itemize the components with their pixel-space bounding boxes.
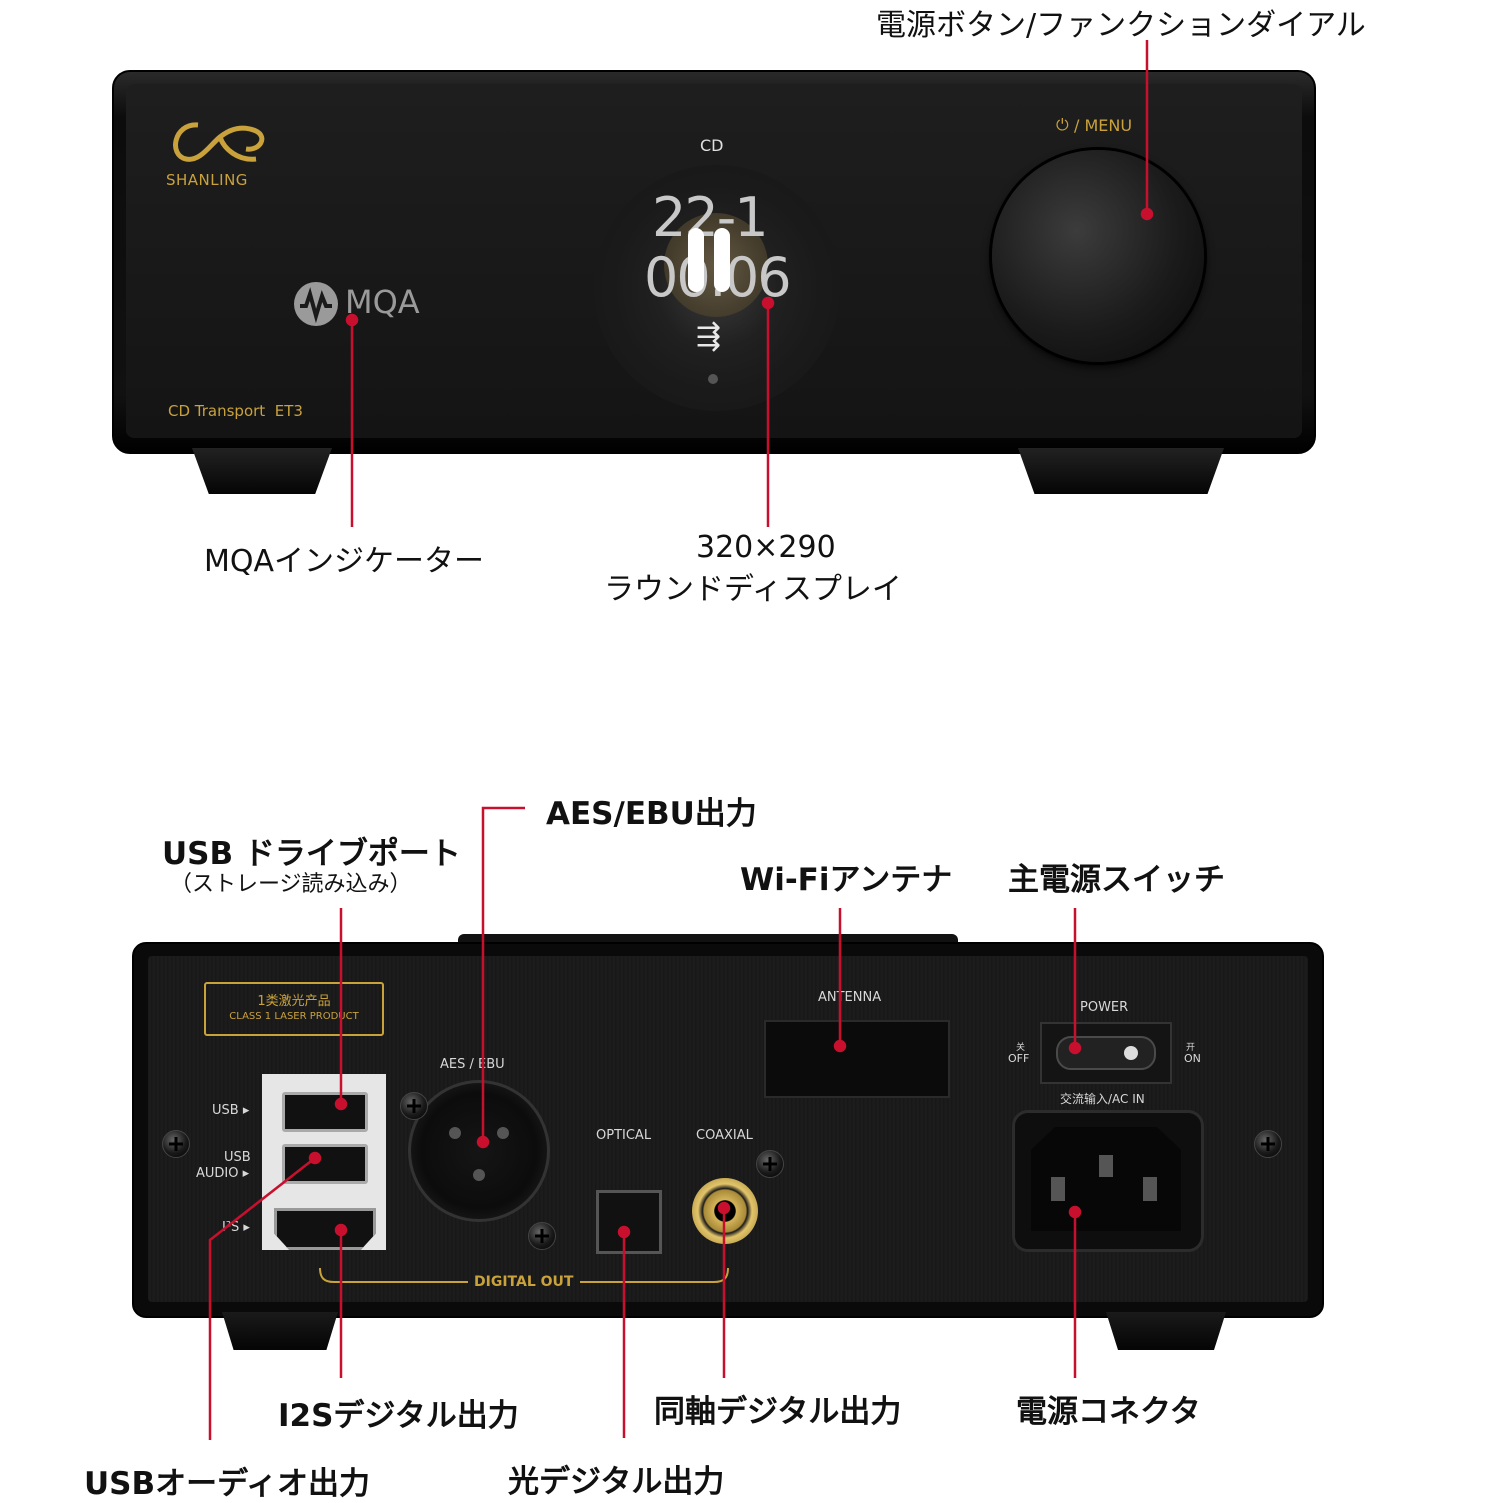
mqa-logo-icon	[294, 282, 338, 326]
callout-usb-drive-sub: （ストレージ読み込み）	[170, 872, 412, 897]
callout-mqa-indicator: MQAインジケーター	[204, 544, 485, 579]
mqa-text: MQA	[345, 283, 420, 321]
callout-wifi: Wi-Fiアンテナ	[740, 862, 953, 898]
callout-power-dial: 電源ボタン/ファンクションダイアル	[876, 8, 1366, 43]
model-name: CD Transport ET3	[168, 402, 303, 420]
callout-power-connector: 電源コネクタ	[1016, 1394, 1201, 1430]
screw-icon	[1254, 1130, 1282, 1158]
display-track: 22-1	[652, 186, 769, 249]
callout-display-type: ラウンドディスプレイ	[604, 572, 902, 607]
shanling-logo-icon	[173, 122, 265, 162]
on-label-cn: 开	[1186, 1043, 1196, 1053]
usb-audio-label-2: AUDIO ▸	[196, 1166, 250, 1181]
front-foot-left	[192, 448, 332, 494]
usb-label: USB ▸	[212, 1103, 250, 1118]
ir-sensor	[708, 374, 718, 384]
optical-label: OPTICAL	[596, 1128, 652, 1143]
screw-icon	[756, 1150, 784, 1178]
i2s-port[interactable]	[274, 1208, 376, 1250]
aes-ebu-label: AES / EBU	[440, 1057, 505, 1072]
front-foot-right	[1018, 448, 1224, 494]
callout-aes-ebu: AES/EBU出力	[546, 796, 757, 832]
rear-foot-left	[222, 1312, 338, 1350]
on-label: ON	[1184, 1052, 1201, 1065]
knob-label: / MENU	[1074, 116, 1133, 135]
power-icon: ⏻	[1056, 115, 1069, 134]
coaxial-label: COAXIAL	[696, 1128, 753, 1143]
off-label: OFF	[1008, 1052, 1030, 1065]
pause-icon	[684, 228, 740, 292]
usb-audio-label-1: USB	[224, 1150, 251, 1165]
screw-icon	[162, 1130, 190, 1158]
callout-optical: 光デジタル出力	[508, 1464, 725, 1500]
brand-name: SHANLING	[166, 171, 248, 189]
playlist-icon[interactable]: ⇶	[696, 319, 722, 354]
display-source: CD	[700, 136, 724, 155]
digital-out-label: DIGITAL OUT	[474, 1274, 574, 1290]
off-label-cn: 关	[1016, 1043, 1026, 1053]
usb-drive-port[interactable]	[282, 1092, 368, 1132]
laser-label-en: CLASS 1 LASER PRODUCT	[229, 1011, 359, 1022]
antenna-label: ANTENNA	[818, 990, 882, 1005]
usb-audio-port[interactable]	[282, 1144, 368, 1184]
callout-usb-drive: USB ドライブポート	[162, 836, 461, 872]
callout-main-power: 主電源スイッチ	[1008, 862, 1225, 898]
wifi-antenna-window	[764, 1020, 950, 1098]
callout-display-size: 320×290	[696, 530, 836, 565]
rear-foot-right	[1106, 1312, 1226, 1350]
aes-ebu-connector[interactable]	[408, 1080, 550, 1222]
ac-inlet-housing	[1012, 1110, 1204, 1252]
function-dial[interactable]	[992, 150, 1204, 362]
laser-label-cn: 1类激光产品	[257, 994, 331, 1009]
ac-in-label: 交流输入/AC IN	[1060, 1092, 1145, 1106]
callout-usb-audio: USBオーディオ出力	[84, 1466, 370, 1502]
optical-port[interactable]	[596, 1190, 662, 1254]
screw-icon	[400, 1092, 428, 1120]
laser-product-label: 1类激光产品 CLASS 1 LASER PRODUCT	[204, 982, 384, 1036]
power-label: POWER	[1080, 1000, 1129, 1015]
callout-i2s: I2Sデジタル出力	[278, 1398, 519, 1434]
screw-icon	[528, 1222, 556, 1250]
callout-coaxial: 同軸デジタル出力	[654, 1394, 902, 1430]
